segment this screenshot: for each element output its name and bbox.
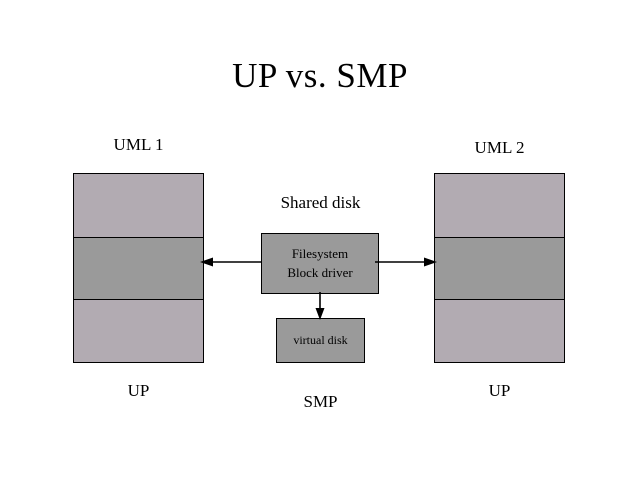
left-machine-stack <box>73 173 204 363</box>
left-stack-segment-top <box>74 174 203 237</box>
page-title: UP vs. SMP <box>232 56 408 95</box>
filesystem-label: Filesystem <box>291 245 349 261</box>
virtual-disk-label: virtual disk <box>293 332 348 347</box>
right-machine-label: UML 2 <box>474 138 525 157</box>
center-footer-label: SMP <box>303 392 338 411</box>
arrow-driver-to-left-machine <box>200 257 262 267</box>
shared-disk-heading: Shared disk <box>280 193 361 212</box>
arrow-driver-to-virtual-disk <box>315 292 325 320</box>
virtual-disk-box: virtual disk <box>276 318 365 363</box>
left-stack-segment-middle <box>74 237 203 300</box>
block-driver-label: Block driver <box>287 264 353 280</box>
right-machine-footer-label: UP <box>488 381 511 400</box>
right-stack-segment-middle <box>435 237 564 300</box>
left-machine-footer-label: UP <box>127 381 150 400</box>
right-machine-stack <box>434 173 565 363</box>
left-stack-segment-bottom <box>74 300 203 362</box>
right-stack-segment-bottom <box>435 300 564 362</box>
arrow-driver-to-right-machine <box>375 257 437 267</box>
right-stack-segment-top <box>435 174 564 237</box>
filesystem-block-driver-box: Filesystem Block driver <box>261 233 379 294</box>
left-machine-label: UML 1 <box>113 135 164 154</box>
